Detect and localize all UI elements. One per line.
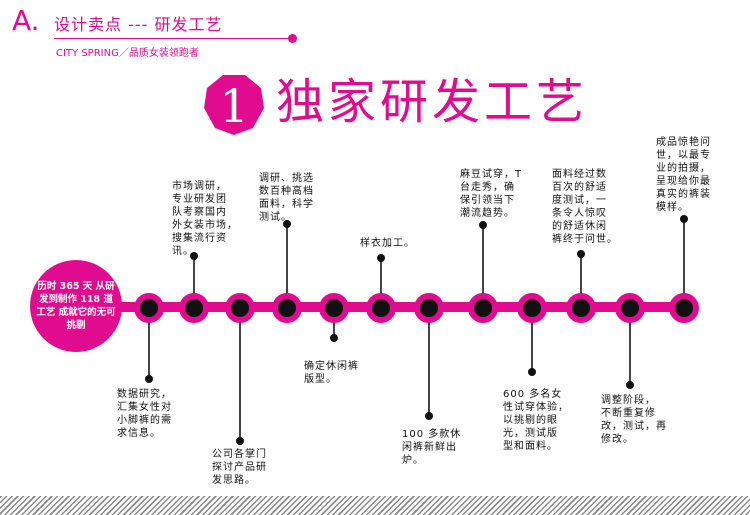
step-end-dot bbox=[577, 250, 585, 258]
step-end-dot bbox=[236, 437, 244, 445]
step-connector bbox=[380, 258, 382, 307]
step-connector bbox=[286, 224, 288, 307]
step-end-dot bbox=[330, 334, 338, 342]
step-text: 样衣加工。 bbox=[360, 238, 415, 249]
main-title: 独家研发工艺 bbox=[276, 74, 589, 130]
timeline-node bbox=[468, 293, 498, 323]
timeline-node bbox=[414, 293, 444, 323]
badge-number: 1 bbox=[219, 79, 248, 133]
timeline-node bbox=[319, 293, 349, 323]
timeline-node bbox=[615, 293, 645, 323]
step-end-dot bbox=[680, 215, 688, 223]
step-text: 调研、挑选 数百种高档 面料，科学 测试。 bbox=[259, 173, 314, 223]
step-connector bbox=[580, 254, 582, 307]
timeline-node bbox=[366, 293, 396, 323]
step-connector bbox=[428, 307, 430, 416]
step-end-dot bbox=[377, 254, 385, 262]
step-connector bbox=[148, 307, 150, 379]
timeline-start-circle: 历时 365 天 从研发到制作 118 道工艺 成就它的无可挑剔 bbox=[30, 260, 122, 352]
timeline-node bbox=[225, 293, 255, 323]
step-text: 面料经过数 百次的舒适 度测试，一 条令人惊叹 的舒适休闲 裤终于问世。 bbox=[552, 169, 618, 245]
footer-pattern bbox=[0, 496, 750, 515]
step-connector bbox=[531, 307, 533, 372]
timeline-start-text: 历时 365 天 从研发到制作 118 道工艺 成就它的无可挑剔 bbox=[36, 281, 116, 331]
step-end-dot bbox=[528, 368, 536, 376]
step-text: 公司各掌门 探讨产品研 发思路。 bbox=[212, 449, 267, 486]
timeline-node bbox=[669, 293, 699, 323]
step-connector bbox=[629, 307, 631, 385]
step-text: 确定休闲裤 版型。 bbox=[304, 361, 359, 385]
step-text: 600 多名女 性试穿体验， 以挑剔的眼 光，测试版 型和面料。 bbox=[503, 389, 569, 452]
timeline-node bbox=[272, 293, 302, 323]
step-connector bbox=[193, 256, 195, 307]
step-text: 市场调研， 专业研发团 队考察国内 外女装市场， 搜集流行资 讯。 bbox=[172, 181, 238, 257]
timeline-node bbox=[517, 293, 547, 323]
section-title: 设计卖点 --- 研发工艺 bbox=[54, 15, 223, 34]
step-text: 调整阶段， 不断重复修 改，测试，再 修改。 bbox=[601, 395, 667, 445]
section-letter: A. bbox=[12, 4, 40, 37]
step-end-dot bbox=[479, 221, 487, 229]
timeline-node bbox=[566, 293, 596, 323]
step-end-dot bbox=[145, 375, 153, 383]
step-text: 麻豆试穿，T 台走秀，确 保引领当下 潮流趋势。 bbox=[460, 169, 523, 219]
step-end-dot bbox=[425, 412, 433, 420]
step-connector bbox=[683, 219, 685, 307]
step-end-dot bbox=[626, 381, 634, 389]
step-text: 成品惊艳问 世，以最专 业的拍摄， 呈现给你最 真实的裤装 模样。 bbox=[656, 137, 711, 213]
step-text: 100 多款休 闲裤新鲜出 炉。 bbox=[402, 429, 462, 466]
header-divider bbox=[54, 38, 294, 39]
step-connector bbox=[482, 225, 484, 307]
step-end-dot bbox=[190, 252, 198, 260]
header-divider-dot bbox=[288, 34, 297, 43]
brand-subtitle: CITY SPRING／品质女装领跑者 bbox=[56, 48, 199, 59]
step-end-dot bbox=[283, 220, 291, 228]
step-connector bbox=[239, 307, 241, 441]
step-text: 数据研究， 汇集女性对 小脚裤的需 求信息。 bbox=[117, 389, 172, 439]
number-badge: 1 bbox=[204, 75, 264, 135]
timeline-node bbox=[179, 293, 209, 323]
timeline-node bbox=[134, 293, 164, 323]
timeline-bar bbox=[100, 302, 695, 312]
